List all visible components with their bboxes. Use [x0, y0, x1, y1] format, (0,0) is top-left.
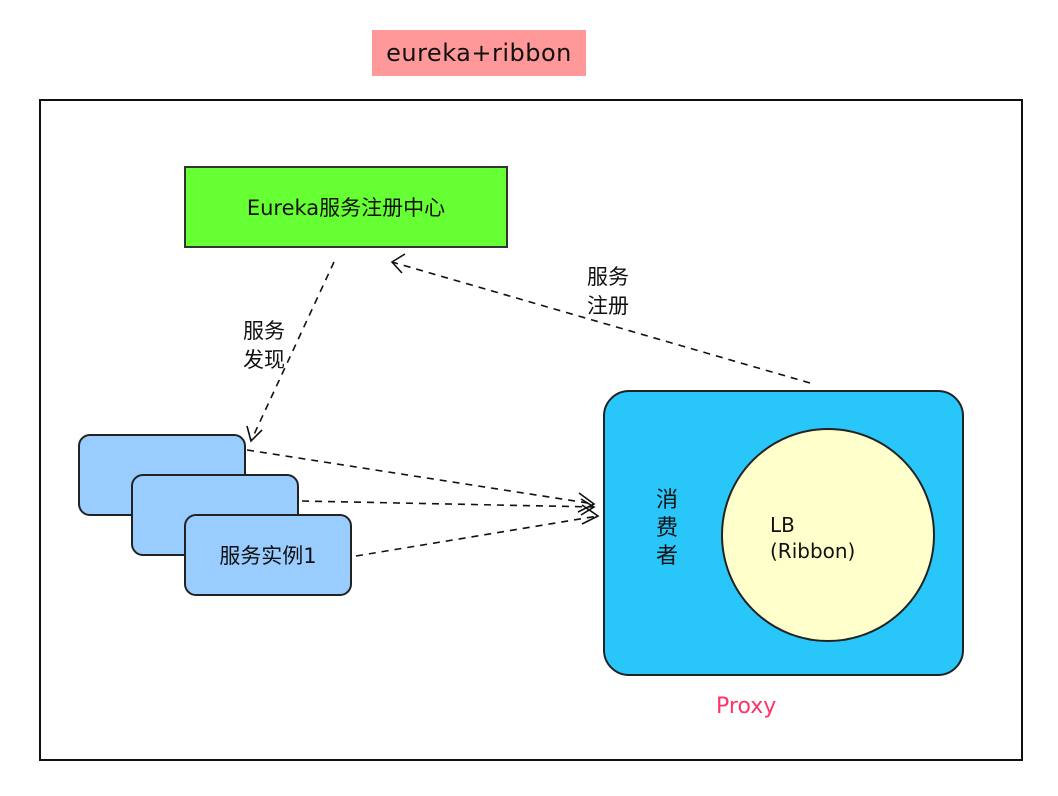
- load-balancer-node: [721, 428, 935, 642]
- lb-label-line2: (Ribbon): [770, 539, 856, 563]
- discovery-edge-label: 服务 发现: [243, 317, 285, 375]
- service-instance-front: 服务实例1: [184, 514, 352, 596]
- service-instance-label: 服务实例1: [219, 544, 317, 568]
- register-edge-label: 服务 注册: [587, 263, 629, 321]
- register-label-line2: 注册: [587, 294, 629, 318]
- lb-label-line1: LB: [770, 513, 795, 537]
- register-label-line1: 服务: [587, 265, 629, 289]
- eureka-registry-node: Eureka服务注册中心: [184, 166, 508, 248]
- consumer-label: 消费者: [655, 488, 678, 569]
- proxy-label: Proxy: [716, 694, 777, 719]
- diagram-title: eureka+ribbon: [372, 30, 586, 76]
- discovery-label-line2: 发现: [243, 348, 285, 372]
- discovery-label-line1: 服务: [243, 319, 285, 343]
- eureka-registry-label: Eureka服务注册中心: [246, 196, 446, 220]
- load-balancer-label: LB (Ribbon): [770, 512, 855, 564]
